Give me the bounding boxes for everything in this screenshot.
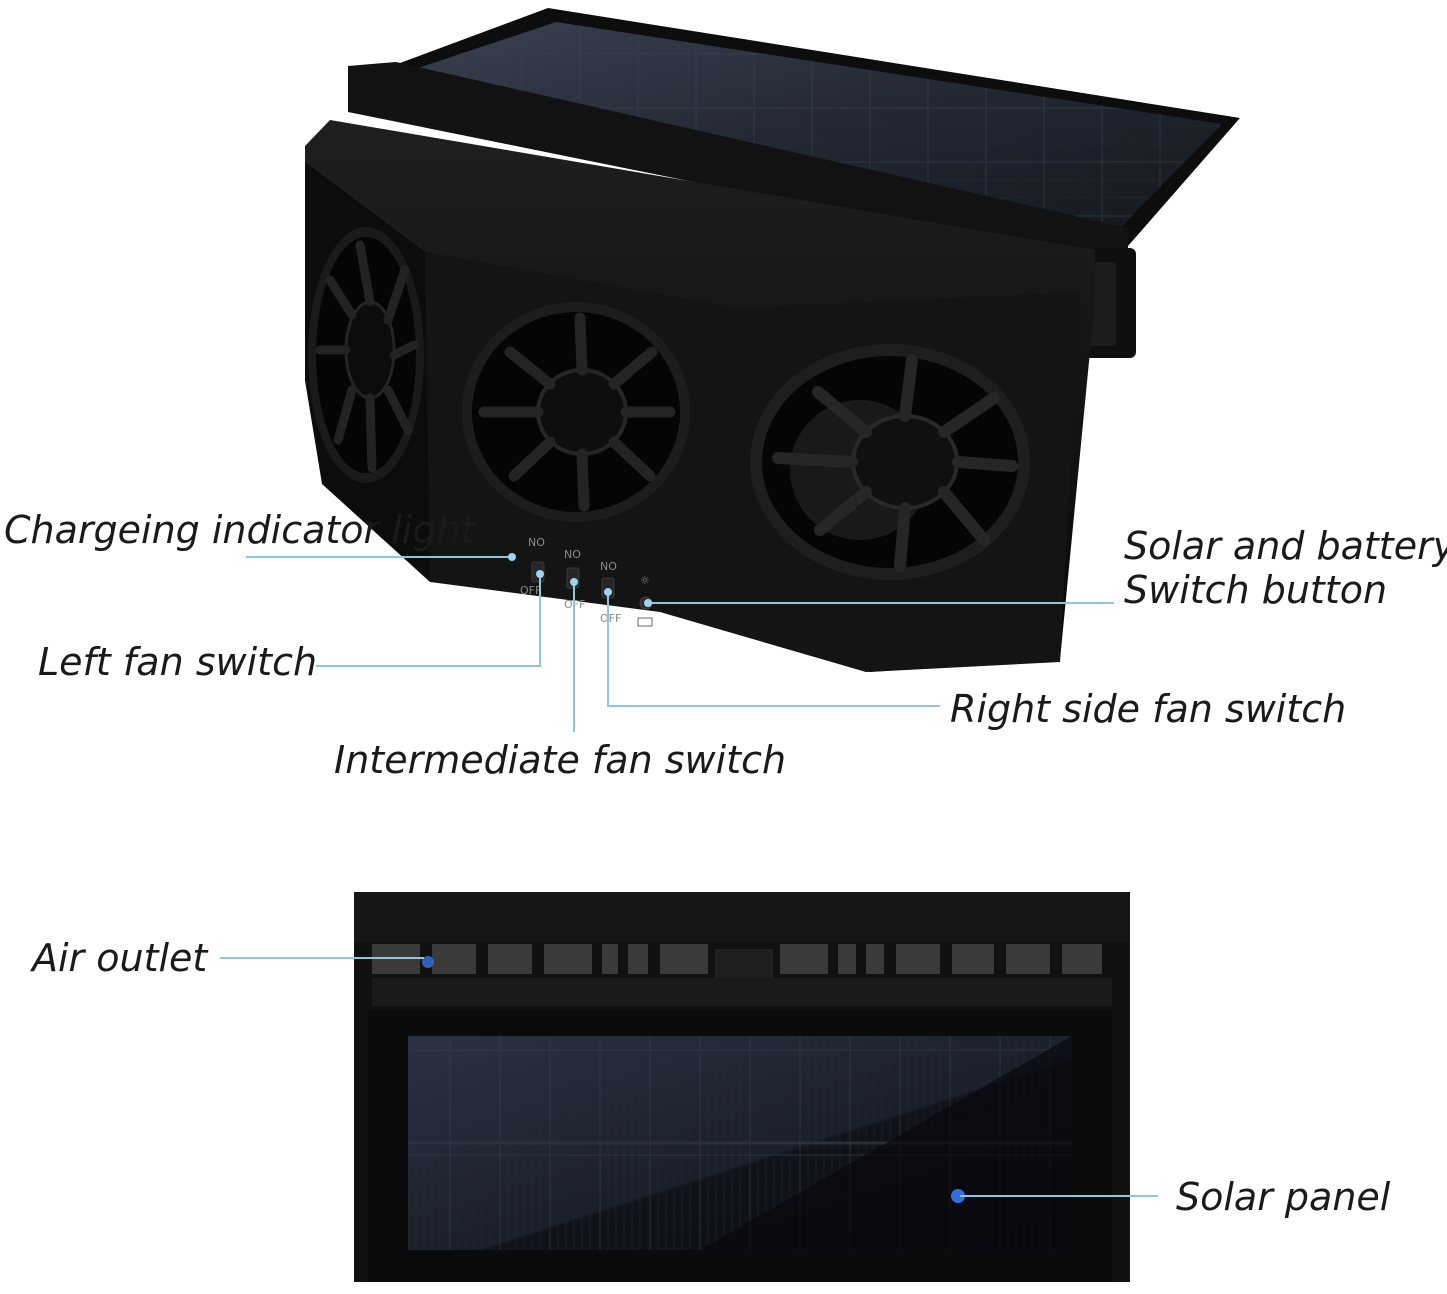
right-switch-on-mark: NO xyxy=(600,560,617,573)
right-fan xyxy=(750,344,1030,580)
right-fan-switch-label: Right side fan switch xyxy=(950,687,1347,731)
right-switch-off-mark: OFF xyxy=(600,612,621,625)
panel-front-lip xyxy=(348,62,1128,270)
sun-icon: ☼ xyxy=(640,574,650,587)
leader-right-fan-switch xyxy=(607,594,940,707)
left-fan xyxy=(308,227,424,483)
air-outlet-indicator-dot xyxy=(422,956,434,968)
air-outlet-label: Air outlet xyxy=(32,936,208,980)
air-outlet-slots xyxy=(372,944,1102,974)
lid-edge xyxy=(372,978,1112,1006)
solar-fan-device-top-view xyxy=(354,892,1130,1282)
solar-fan-device-front-view: NO NO NO OFF OFF OFF ☼ xyxy=(305,8,1240,672)
solar-battery-switch-label-line1: Solar and battery xyxy=(1124,524,1447,568)
middle-switch-on-mark: NO xyxy=(564,548,581,561)
battery-icon xyxy=(637,617,653,627)
leader-left-fan-switch xyxy=(316,576,541,667)
charging-indicator-label: Chargeing indicator light xyxy=(4,508,476,552)
solar-panel-label: Solar panel xyxy=(1176,1175,1391,1219)
middle-fan xyxy=(462,302,690,522)
left-switch-off-mark: OFF xyxy=(520,584,541,597)
solar-battery-switch-label-line2: Switch button xyxy=(1124,568,1388,612)
leader-lines xyxy=(220,553,1158,1197)
left-fan-switch-label: Left fan switch xyxy=(38,640,318,684)
solar-panel-indicator-dot xyxy=(951,1189,965,1203)
intermediate-fan-switch-label: Intermediate fan switch xyxy=(334,738,787,782)
left-switch-on-mark: NO xyxy=(528,536,545,549)
